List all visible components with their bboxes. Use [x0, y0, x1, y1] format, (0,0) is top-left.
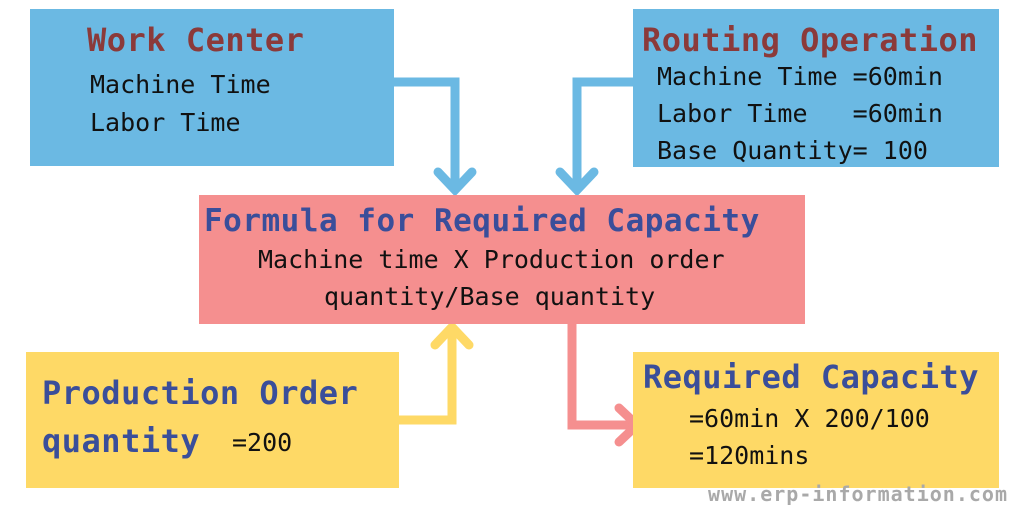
footer-url: www.erp-information.com: [708, 482, 1008, 506]
required-capacity-box: Required Capacity =60min X 200/100 =120m…: [633, 352, 999, 488]
production-order-box: Production Order quantity =200: [26, 352, 399, 488]
routing-operation-title: Routing Operation: [642, 21, 979, 59]
routing-operation-box: Routing Operation Machine Time =60min La…: [633, 9, 999, 167]
formula-box: Formula for Required Capacity Machine ti…: [199, 195, 805, 324]
formula-line-2: quantity/Base quantity: [324, 282, 656, 311]
arrow-work-center-to-formula: [394, 77, 460, 188]
required-capacity-title: Required Capacity: [643, 358, 980, 396]
routing-line-base-quantity: Base Quantity= 100: [657, 136, 928, 165]
work-center-line-labor-time: Labor Time: [90, 108, 241, 137]
formula-title: Formula for Required Capacity: [204, 203, 760, 239]
required-capacity-line-1: =60min X 200/100: [689, 404, 930, 433]
formula-line-1: Machine time X Production order: [258, 245, 725, 274]
arrow-production-order-to-formula: [399, 332, 457, 425]
work-center-box: Work Center Machine Time Labor Time: [30, 9, 394, 166]
production-order-value: =200: [232, 428, 293, 457]
production-order-title-line2: quantity: [42, 422, 201, 460]
required-capacity-line-2: =120mins: [689, 441, 810, 470]
routing-line-labor-time: Labor Time =60min: [657, 99, 943, 128]
arrow-routing-to-formula: [572, 77, 633, 188]
work-center-title: Work Center: [87, 21, 305, 59]
routing-line-machine-time: Machine Time =60min: [657, 62, 943, 91]
work-center-line-machine-time: Machine Time: [90, 70, 271, 99]
arrow-formula-to-required-capacity: [567, 324, 633, 430]
production-order-title-line1: Production Order: [42, 374, 359, 412]
